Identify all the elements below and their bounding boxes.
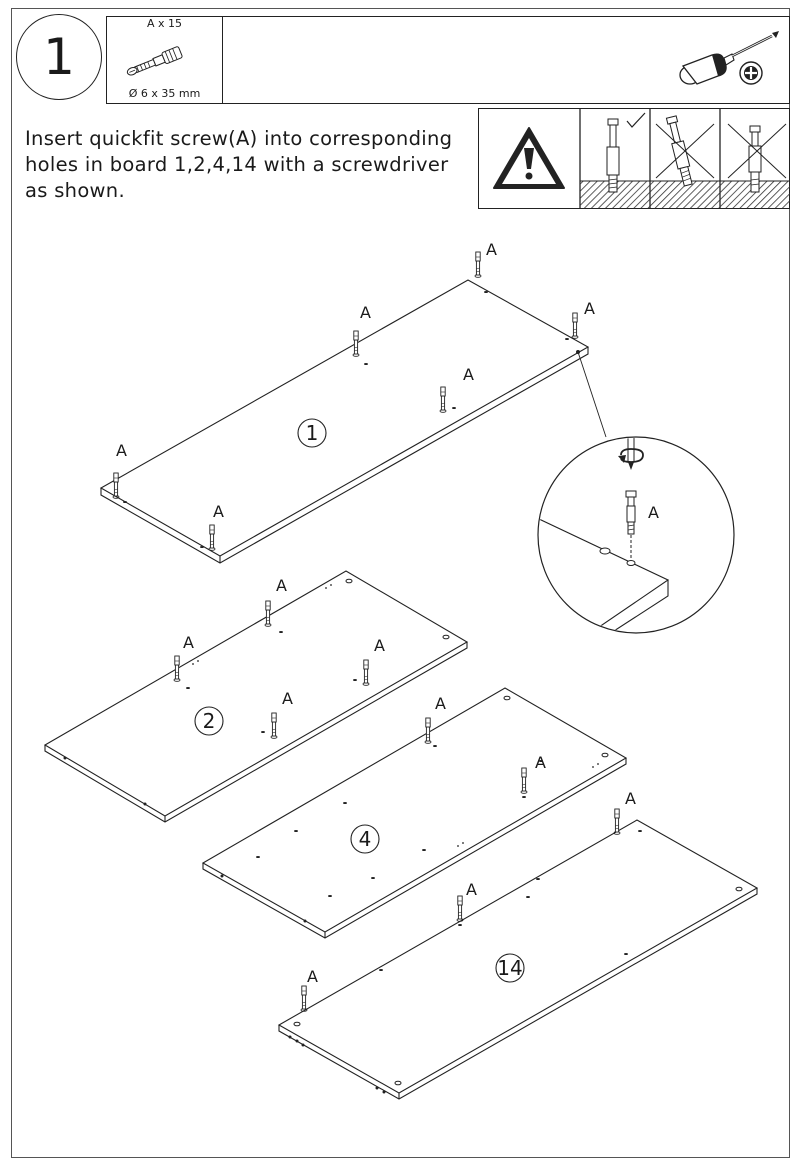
- warning-triangle-icon: [493, 127, 565, 189]
- screw-label-a: A: [116, 441, 127, 460]
- board-number-2: 2: [203, 709, 216, 733]
- wrong-screw-tilted: [665, 115, 693, 187]
- detail-label-a: A: [648, 503, 659, 522]
- screw-label-a: A: [307, 967, 318, 986]
- board-number-badge: [495, 953, 525, 983]
- screw-label-a: A: [360, 303, 371, 322]
- board-2: 2: [43, 570, 469, 823]
- board-number-4: 4: [359, 827, 372, 851]
- screw-label-a: A: [374, 636, 385, 655]
- board-number-badge: [194, 706, 224, 736]
- detail-callout: A: [537, 351, 735, 634]
- part-dimension-value: 6 x 35 mm: [140, 87, 201, 100]
- board-number-1: 1: [306, 421, 319, 445]
- board-1: 1: [99, 251, 590, 564]
- part-quantity: A x 15: [146, 17, 183, 30]
- board-number-badge: [350, 824, 380, 854]
- page-frame: [11, 8, 790, 1158]
- cross-icon: [727, 123, 787, 179]
- screw-label-a: A: [625, 789, 636, 808]
- screw-label-a: A: [276, 576, 287, 595]
- board-number-badge: [297, 418, 327, 448]
- screw-a-icon: [126, 46, 183, 76]
- correct-screw-example: [606, 118, 620, 193]
- screw-label-a: A: [466, 880, 477, 899]
- instruction-line-2: holes in board 1,2,4,14 with a screwdriv…: [25, 153, 449, 176]
- phillips-head-icon: [739, 61, 763, 85]
- warning-panel: [493, 108, 790, 209]
- board-14: 14: [277, 808, 759, 1100]
- instruction-text: Insert quickfit screw(A) into correspond…: [25, 126, 475, 204]
- board-number-14: 14: [497, 956, 522, 980]
- part-dimension: Ø 6 x 35 mm: [106, 87, 223, 100]
- parts-and-tools-box: [106, 16, 790, 104]
- step-number: 1: [16, 14, 102, 100]
- wrong-screw-loose: [748, 125, 762, 193]
- screw-label-a: A: [486, 240, 497, 259]
- part-cell-a: [106, 16, 223, 104]
- warning-box: [478, 108, 790, 209]
- screw-label-a: A: [584, 299, 595, 318]
- instruction-line-3: as shown.: [25, 179, 125, 202]
- check-icon: [626, 112, 646, 128]
- screw-label-a: A: [282, 689, 293, 708]
- cross-icon: [655, 123, 715, 179]
- diameter-symbol: Ø: [128, 87, 138, 100]
- screw-label-a: A: [213, 502, 224, 521]
- screw-label-a: A: [463, 365, 474, 384]
- screw-label-a: A: [435, 694, 446, 713]
- screwdriver-icon: [679, 31, 779, 85]
- board-4: 4: [201, 687, 628, 939]
- screw-label-a: A: [183, 633, 194, 652]
- screw-label-a: A: [535, 753, 546, 772]
- instruction-line-1: Insert quickfit screw(A) into correspond…: [25, 127, 453, 150]
